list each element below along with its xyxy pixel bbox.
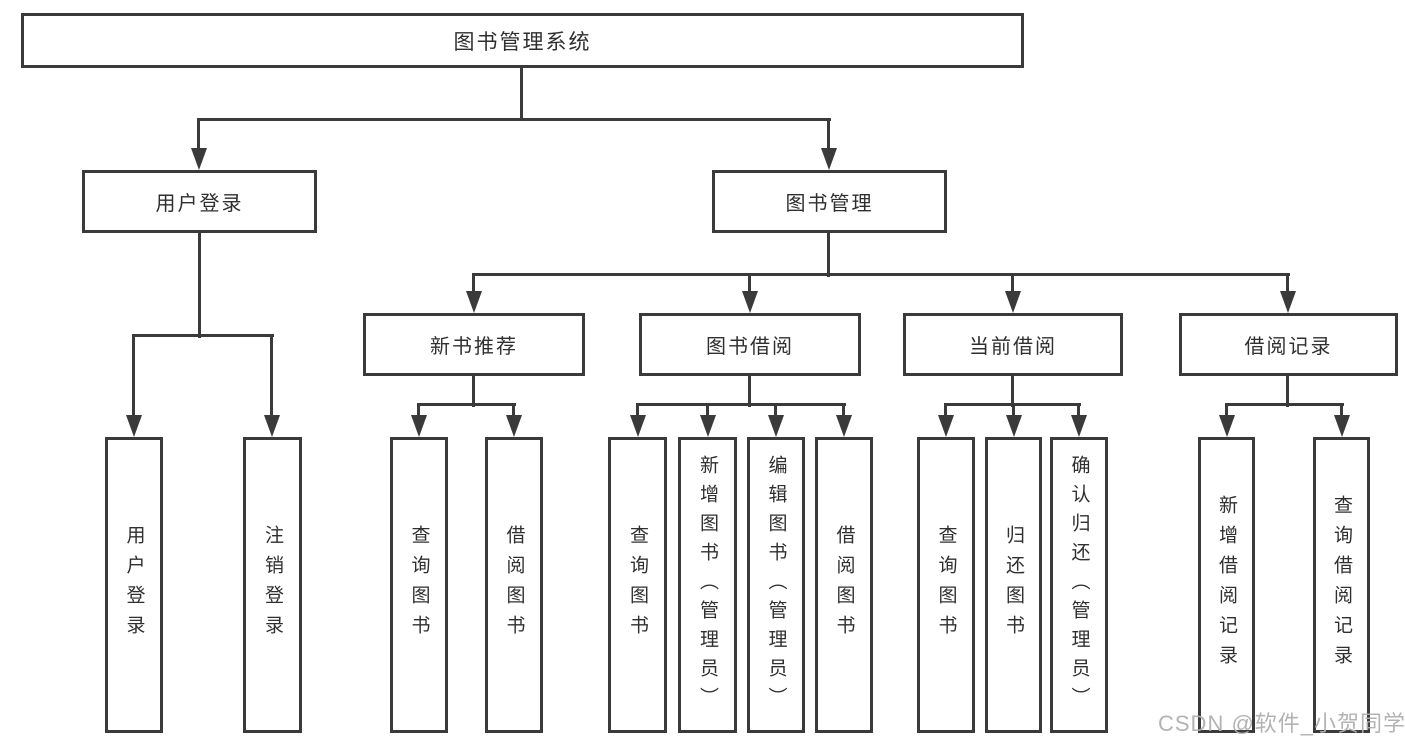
connector-line <box>636 403 846 406</box>
connector-line <box>944 403 947 419</box>
arrow-down-icon <box>466 291 482 313</box>
leaf-query-books-recommend-label: 查询图书 <box>408 525 430 645</box>
connector-line <box>1225 403 1344 406</box>
node-book-management-label: 图书管理 <box>785 193 874 215</box>
leaf-edit-books-admin: 编辑图书（管理员） <box>747 437 805 733</box>
connector-line <box>1286 375 1289 407</box>
leaf-borrow-books-recommend-label: 借阅图书 <box>503 525 525 645</box>
connector-line <box>827 118 830 150</box>
leaf-query-books-recommend: 查询图书 <box>390 437 448 733</box>
leaf-query-books-current-label: 查询图书 <box>935 525 957 645</box>
node-current-borrowing: 当前借阅 <box>903 313 1123 376</box>
connector-line <box>1286 273 1289 291</box>
arrow-down-icon <box>264 415 280 437</box>
node-book-management: 图书管理 <box>712 170 947 233</box>
leaf-user-login-label: 用户登录 <box>123 525 145 645</box>
node-new-book-recommendation-label: 新书推荐 <box>430 336 518 358</box>
arrow-down-icon <box>836 415 852 437</box>
leaf-borrow-books-recommend: 借阅图书 <box>485 437 543 733</box>
connector-line <box>774 403 777 419</box>
node-borrowing-records: 借阅记录 <box>1179 313 1398 376</box>
connector-line <box>1012 403 1015 419</box>
leaf-return-books: 归还图书 <box>985 437 1042 733</box>
leaf-query-books-borrowing: 查询图书 <box>608 437 667 733</box>
connector-line <box>270 334 273 417</box>
connector-line <box>520 68 523 120</box>
leaf-query-borrow-record: 查询借阅记录 <box>1313 437 1370 733</box>
connector-line <box>132 334 135 417</box>
connector-line <box>472 273 1290 276</box>
leaf-confirm-return-admin-label: 确认归还（管理员） <box>1068 454 1090 716</box>
leaf-borrow-books-borrowing: 借阅图书 <box>815 437 873 733</box>
arrow-down-icon <box>1005 291 1021 313</box>
leaf-add-books-admin: 新增图书（管理员） <box>678 437 737 733</box>
node-book-borrowing-label: 图书借阅 <box>706 336 794 358</box>
connector-line <box>1077 403 1080 419</box>
leaf-confirm-return-admin: 确认归还（管理员） <box>1050 437 1108 733</box>
leaf-borrow-books-borrowing-label: 借阅图书 <box>833 525 855 645</box>
arrow-down-icon <box>126 415 142 437</box>
connector-line <box>417 403 516 406</box>
node-new-book-recommendation: 新书推荐 <box>363 313 585 376</box>
arrow-down-icon <box>742 291 758 313</box>
arrow-down-icon <box>506 415 522 437</box>
connector-line <box>1011 273 1014 291</box>
watermark: CSDN @软件_小贺同学 <box>1158 711 1405 736</box>
connector-line <box>472 273 475 291</box>
connector-line <box>1225 403 1228 419</box>
leaf-edit-books-admin-label: 编辑图书（管理员） <box>765 454 787 716</box>
connector-line <box>417 403 420 419</box>
node-book-borrowing: 图书借阅 <box>639 313 861 376</box>
connector-line <box>842 403 845 419</box>
arrow-down-icon <box>768 415 784 437</box>
node-current-borrowing-label: 当前借阅 <box>969 336 1057 358</box>
connector-line <box>198 233 201 338</box>
leaf-logout-login-label: 注销登录 <box>262 525 283 645</box>
leaf-query-books-current: 查询图书 <box>917 437 975 733</box>
arrow-down-icon <box>1006 415 1022 437</box>
arrow-down-icon <box>700 415 716 437</box>
node-system-root-label: 图书管理系统 <box>453 30 592 54</box>
arrow-down-icon <box>191 148 207 170</box>
leaf-query-books-borrowing-label: 查询图书 <box>627 525 648 645</box>
connector-line <box>748 375 751 407</box>
node-system-root: 图书管理系统 <box>21 13 1024 68</box>
leaf-logout-login: 注销登录 <box>243 437 302 733</box>
connector-line <box>132 334 274 337</box>
arrow-down-icon <box>411 415 427 437</box>
leaf-user-login: 用户登录 <box>105 437 163 733</box>
connector-line <box>197 118 200 150</box>
node-borrowing-records-label: 借阅记录 <box>1244 336 1333 358</box>
leaf-add-borrow-record-label: 新增借阅记录 <box>1216 495 1237 675</box>
arrow-down-icon <box>821 148 837 170</box>
arrow-down-icon <box>630 415 646 437</box>
node-user-login-label: 用户登录 <box>155 193 244 215</box>
leaf-add-borrow-record: 新增借阅记录 <box>1198 437 1255 733</box>
connector-line <box>197 118 831 121</box>
connector-line <box>706 403 709 419</box>
leaf-return-books-label: 归还图书 <box>1003 525 1024 645</box>
arrow-down-icon <box>1219 415 1235 437</box>
connector-line <box>472 375 475 407</box>
node-user-login: 用户登录 <box>82 170 317 233</box>
leaf-query-borrow-record-label: 查询借阅记录 <box>1331 495 1352 675</box>
arrow-down-icon <box>1071 415 1087 437</box>
connector-line <box>636 403 639 419</box>
connector-line <box>1011 375 1014 407</box>
connector-line <box>512 403 515 419</box>
connector-line <box>748 273 751 291</box>
connector-line <box>1340 403 1343 419</box>
connector-line <box>827 233 830 277</box>
arrow-down-icon <box>1280 291 1296 313</box>
arrow-down-icon <box>1334 415 1350 437</box>
leaf-add-books-admin-label: 新增图书（管理员） <box>697 454 718 716</box>
arrow-down-icon <box>938 415 954 437</box>
